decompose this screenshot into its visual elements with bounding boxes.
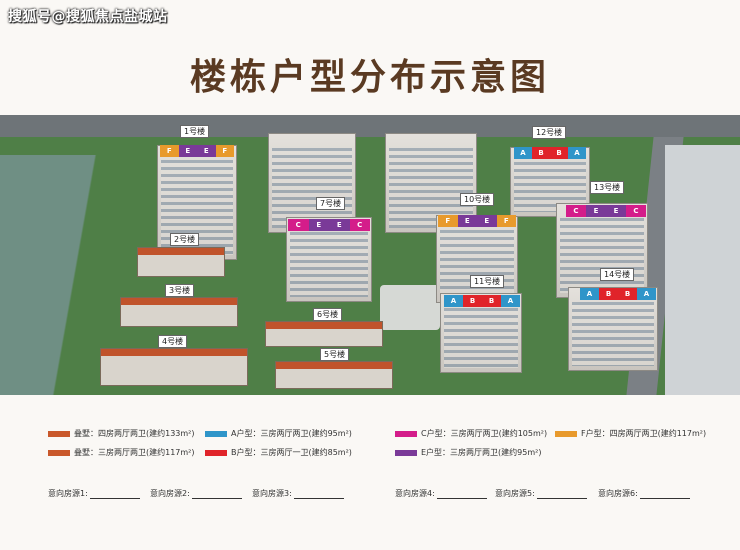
building-label-10: 10号楼 xyxy=(460,193,495,206)
intent-field[interactable]: 意向房源3: xyxy=(252,488,344,499)
unit-type-a: A xyxy=(637,288,656,300)
unit-type-e: E xyxy=(197,145,216,157)
legend-item: 叠墅：三房两厅两卫(建约117m²) xyxy=(48,447,195,458)
intent-field[interactable]: 意向房源1: xyxy=(48,488,140,499)
unit-type-a: A xyxy=(501,295,520,307)
unit-type-a: A xyxy=(568,147,586,159)
legend-swatch xyxy=(395,449,417,456)
legend-swatch xyxy=(48,449,70,456)
building-13[interactable] xyxy=(556,203,648,298)
legend-item: E户型：三房两厅两卫(建约95m²) xyxy=(395,447,541,458)
building-label-12: 12号楼 xyxy=(532,126,567,139)
intent-row: 意向房源1: 意向房源2: 意向房源3: 意向房源4: 意向房源5: 意向房源6… xyxy=(0,488,740,506)
building-label-3: 3号楼 xyxy=(165,284,195,297)
unit-type-b: B xyxy=(599,288,618,300)
building-label-13: 13号楼 xyxy=(590,181,625,194)
villa-4[interactable] xyxy=(100,348,248,386)
building-north-a[interactable] xyxy=(268,133,356,233)
legend-item: 叠墅：四房两厅两卫(建约133m²) xyxy=(48,428,195,439)
building-label-14: 14号楼 xyxy=(600,268,635,281)
page-title: 楼栋户型分布示意图 xyxy=(189,56,550,98)
building-label-5: 5号楼 xyxy=(320,348,350,361)
unit-type-a: A xyxy=(514,147,532,159)
building-label-2: 2号楼 xyxy=(170,233,200,246)
building-1[interactable] xyxy=(157,145,237,260)
unit-type-e: E xyxy=(178,145,197,157)
legend: 叠墅：四房两厅两卫(建约133m²) A户型：三房两厅两卫(建约95m²) C户… xyxy=(0,418,740,488)
intent-field[interactable]: 意向房源2: xyxy=(150,488,242,499)
building-14[interactable] xyxy=(568,287,658,371)
watermark-text: 搜狐号@搜狐焦点盐城站 xyxy=(8,9,168,25)
legend-swatch xyxy=(205,449,227,456)
legend-swatch xyxy=(555,430,577,437)
villa-6[interactable] xyxy=(265,321,383,347)
unit-type-e: E xyxy=(586,205,606,217)
unit-type-c: C xyxy=(626,205,646,217)
unit-type-c: C xyxy=(349,219,370,231)
building-label-7: 7号楼 xyxy=(316,197,346,210)
villa-3[interactable] xyxy=(120,297,238,327)
building-10[interactable] xyxy=(436,215,518,303)
unit-type-b: B xyxy=(618,288,637,300)
unit-type-b: B xyxy=(482,295,501,307)
building-label-1: 1号楼 xyxy=(180,125,210,138)
unit-type-f: F xyxy=(496,215,516,227)
legend-item: B户型：三房两厅一卫(建约85m²) xyxy=(205,447,352,458)
legend-swatch xyxy=(395,430,417,437)
unit-type-e: E xyxy=(606,205,626,217)
intent-field[interactable]: 意向房源4: xyxy=(395,488,487,499)
legend-swatch xyxy=(205,430,227,437)
unit-type-e: E xyxy=(308,219,329,231)
legend-item: F户型：四房两厅两卫(建约117m²) xyxy=(555,428,706,439)
building-label-6: 6号楼 xyxy=(313,308,343,321)
unit-type-f: F xyxy=(438,215,458,227)
unit-type-e: E xyxy=(477,215,497,227)
unit-type-f: F xyxy=(160,145,179,157)
unit-type-a: A xyxy=(580,288,599,300)
unit-type-e: E xyxy=(457,215,477,227)
unit-type-b: B xyxy=(463,295,482,307)
site-plan-map: 1号楼 2号楼 3号楼 4号楼 5号楼 6号楼 7号楼 10号楼 11号楼 12… xyxy=(0,115,740,395)
legend-item: A户型：三房两厅两卫(建约95m²) xyxy=(205,428,352,439)
road xyxy=(0,115,740,137)
unit-type-b: B xyxy=(550,147,568,159)
building-label-4: 4号楼 xyxy=(158,335,188,348)
plaza xyxy=(380,285,440,330)
unit-type-c: C xyxy=(288,219,309,231)
intent-field[interactable]: 意向房源5: xyxy=(495,488,587,499)
villa-2[interactable] xyxy=(137,247,225,277)
unit-type-c: C xyxy=(566,205,586,217)
intent-field[interactable]: 意向房源6: xyxy=(598,488,690,499)
building-label-11: 11号楼 xyxy=(470,275,505,288)
villa-5[interactable] xyxy=(275,361,393,389)
plaza xyxy=(665,145,740,395)
unit-type-a: A xyxy=(444,295,463,307)
legend-item: C户型：三房两厅两卫(建约105m²) xyxy=(395,428,547,439)
building-7[interactable] xyxy=(286,217,372,302)
unit-type-f: F xyxy=(215,145,234,157)
unit-type-b: B xyxy=(532,147,550,159)
unit-type-e: E xyxy=(329,219,350,231)
legend-swatch xyxy=(48,430,70,437)
